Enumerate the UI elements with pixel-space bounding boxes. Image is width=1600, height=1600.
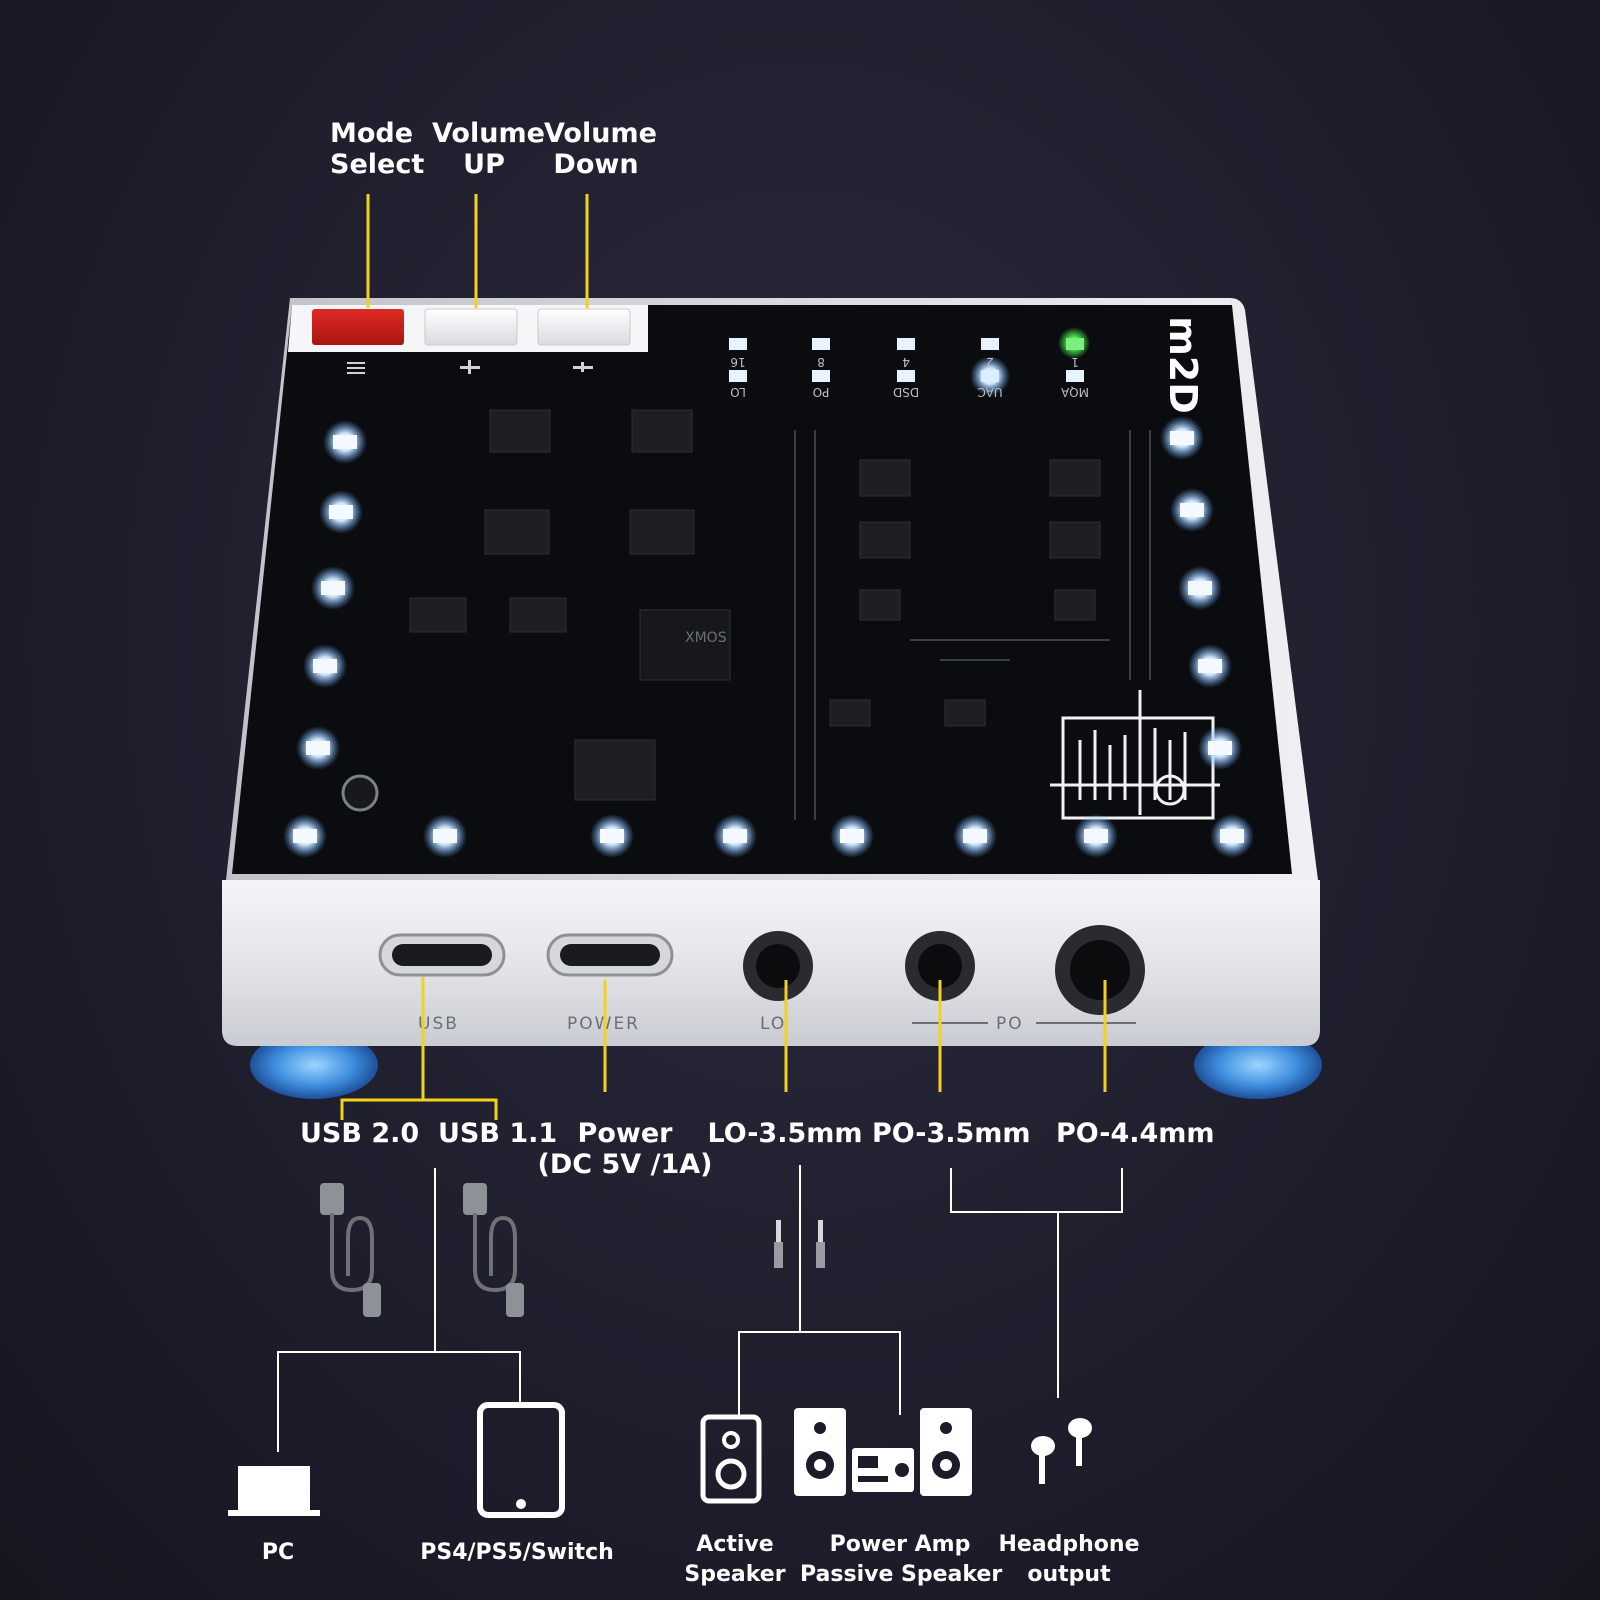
brand-logo-text: m2D (1161, 316, 1205, 414)
port-callout-lines (340, 977, 1107, 1120)
usb-cable-icon (463, 1183, 524, 1317)
perimeter-led (723, 829, 747, 843)
passive-speaker-right-icon (920, 1408, 972, 1496)
perimeter-led (293, 829, 317, 843)
perimeter-led (321, 581, 345, 595)
tablet-icon (477, 1402, 565, 1518)
svg-text:LO: LO (730, 385, 746, 399)
laptop-icon (228, 1466, 320, 1516)
perimeter-led (306, 741, 330, 755)
perimeter-leds (283, 416, 1254, 858)
perimeter-led (433, 829, 457, 843)
earphones-icon (1031, 1418, 1092, 1484)
volume-plus-icon (460, 360, 480, 374)
power-amp-icon (852, 1448, 914, 1492)
perimeter-led (600, 829, 624, 843)
xmos-chip-label: XMOS (685, 630, 727, 646)
pcb-traces (794, 430, 1151, 820)
perimeter-led (840, 829, 864, 843)
pcb-screw (341, 774, 379, 812)
volume-up-button[interactable] (424, 308, 518, 346)
right-foot-glow (1194, 1031, 1322, 1099)
perimeter-led (1208, 741, 1232, 755)
volume-minus-icon (573, 362, 593, 372)
active-speaker-icon (700, 1414, 762, 1504)
device-connection-lines (277, 1165, 1123, 1452)
button-callout-lines (366, 194, 589, 308)
engrave-po: PO (996, 1014, 1024, 1034)
pc-label: PC (261, 1540, 295, 1565)
svg-text:4: 4 (902, 355, 910, 369)
po-3-5mm-jack[interactable] (905, 931, 975, 1001)
perimeter-led (1170, 431, 1194, 445)
svg-text:2: 2 (986, 355, 994, 369)
svg-text:UAC: UAC (977, 385, 1002, 399)
perimeter-led (313, 659, 337, 673)
usb20-label: USB 2.0 (300, 1118, 420, 1149)
svg-text:8: 8 (817, 355, 825, 369)
perimeter-led (1188, 581, 1212, 595)
power-label: Power(DC 5V /1A) (537, 1118, 713, 1180)
svg-text:16: 16 (730, 355, 745, 369)
indicator-labels: 16 8 4 2 1 LO PO DSD UAC MQA (730, 355, 1089, 399)
po-4-4mm-label: PO-4.4mm (1056, 1118, 1215, 1149)
indicator-leds (729, 327, 1090, 396)
engrave-lo: LO (760, 1014, 787, 1034)
po-3-5mm-label: PO-3.5mm (872, 1118, 1031, 1149)
perimeter-led (1220, 829, 1244, 843)
perimeter-led (329, 505, 353, 519)
perimeter-led (333, 435, 357, 449)
console-label: PS4/PS5/Switch (420, 1540, 614, 1565)
svg-text:1: 1 (1071, 355, 1079, 369)
usb-c-port-power[interactable] (546, 933, 674, 977)
usb-c-port-usb[interactable] (378, 933, 506, 977)
svg-text:DSD: DSD (893, 385, 919, 399)
svg-text:MQA: MQA (1060, 385, 1089, 399)
engrave-usb: USB (418, 1014, 459, 1034)
perimeter-led (1198, 659, 1222, 673)
perimeter-led (1180, 503, 1204, 517)
mode-select-button[interactable] (312, 309, 404, 345)
usb-cable-icon (320, 1183, 381, 1317)
perimeter-led (963, 829, 987, 843)
left-foot-glow (250, 1031, 378, 1099)
pcb-components (409, 409, 1101, 801)
usb11-label: USB 1.1 (438, 1118, 558, 1149)
lo-3-5mm-jack[interactable] (743, 931, 813, 1001)
perimeter-led (1084, 829, 1108, 843)
lo-3-5mm-label: LO-3.5mm (707, 1118, 863, 1149)
volume-down-button[interactable] (537, 308, 631, 346)
engrave-power: POWER (567, 1014, 640, 1034)
po-4-4mm-jack[interactable] (1055, 925, 1145, 1015)
audio-plug-icon (774, 1220, 825, 1268)
svg-text:PO: PO (813, 385, 830, 399)
menu-icon (347, 362, 365, 374)
passive-speaker-left-icon (794, 1408, 846, 1496)
